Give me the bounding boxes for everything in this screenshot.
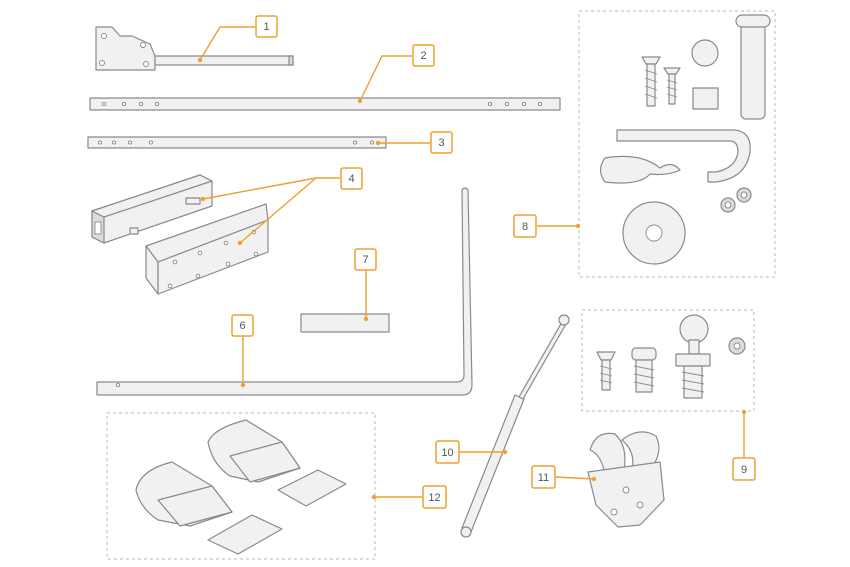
- callout-4-label: 4: [348, 173, 354, 185]
- leader-11: [555, 476, 595, 480]
- group-9-border: [581, 309, 755, 412]
- callout-10: 10: [435, 440, 460, 464]
- callout-7: 7: [354, 248, 377, 271]
- callout-3: 3: [430, 131, 453, 154]
- callout-11-label: 11: [538, 472, 549, 484]
- part-1-bracket-rod: [95, 26, 294, 71]
- part-8-hardware: [599, 14, 771, 265]
- leader-2: [359, 55, 412, 102]
- callout-12-label: 12: [428, 492, 440, 504]
- part-12-pads: [135, 419, 347, 555]
- callout-1: 1: [255, 15, 278, 38]
- callout-10-label: 10: [441, 447, 453, 459]
- part-7-plate: [300, 313, 390, 333]
- callout-1-label: 1: [263, 21, 269, 33]
- callout-8-label: 8: [522, 221, 528, 233]
- group-12-border: [106, 412, 376, 560]
- leader-1: [199, 26, 255, 61]
- callout-6: 6: [231, 314, 254, 337]
- callout-3-label: 3: [438, 137, 444, 149]
- callout-2-label: 2: [420, 50, 426, 62]
- callout-11: 11: [531, 465, 556, 489]
- part-10-gas-strut: [460, 314, 570, 538]
- part-4-tube-and-channel: [91, 174, 269, 295]
- leader-4a: [202, 177, 340, 200]
- part-6-l-rod: [96, 187, 473, 396]
- leaders: [197, 26, 747, 500]
- part-11-clamp: [587, 431, 665, 528]
- leader-4b: [239, 177, 317, 244]
- group-8-border: [578, 10, 776, 278]
- part-2-long-bar: [89, 97, 561, 111]
- callout-8: 8: [513, 214, 537, 238]
- callout-4: 4: [340, 167, 363, 190]
- callout-9: 9: [732, 457, 756, 481]
- callout-9-label: 9: [741, 464, 747, 476]
- callout-6-label: 6: [239, 320, 245, 332]
- callout-2: 2: [412, 44, 435, 67]
- callout-12: 12: [422, 485, 447, 509]
- part-9-hardware: [596, 314, 746, 399]
- part-3-bar: [87, 136, 387, 149]
- callout-7-label: 7: [362, 254, 368, 266]
